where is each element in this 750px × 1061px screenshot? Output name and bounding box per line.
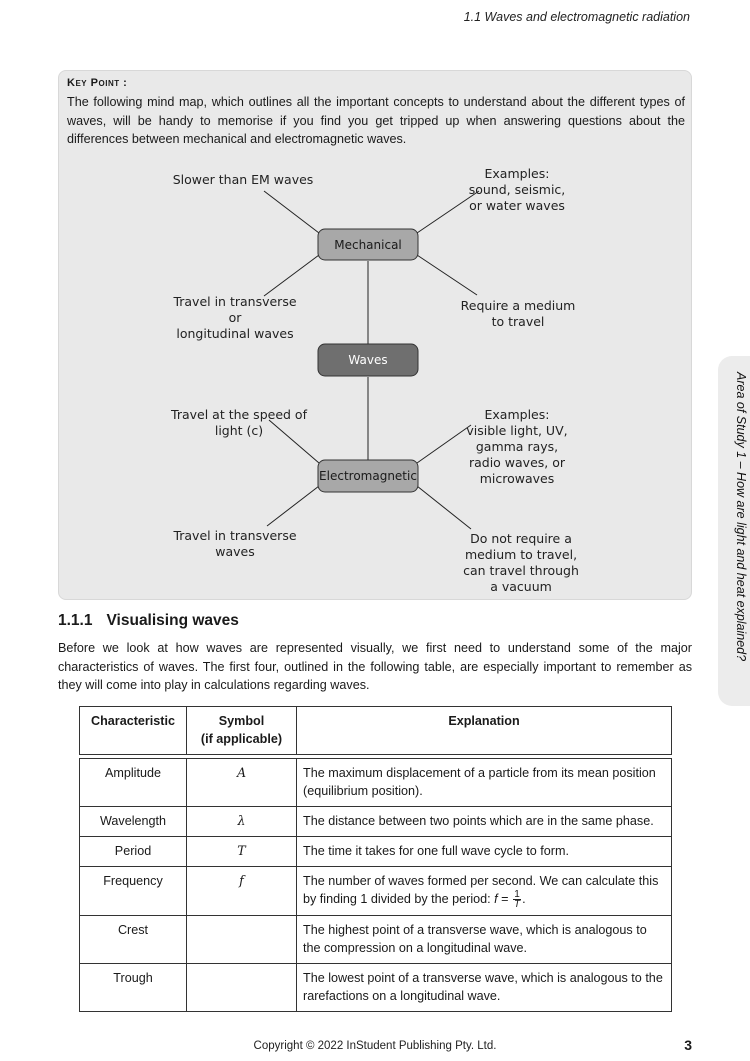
cell-symbol: A <box>186 758 297 807</box>
svg-text:medium to travel,: medium to travel, <box>465 547 577 562</box>
svg-text:light (c): light (c) <box>215 423 263 438</box>
svg-text:or water waves: or water waves <box>469 198 565 213</box>
cell-symbol <box>186 963 297 1013</box>
key-point-text: The following mind map, which outlines a… <box>67 95 685 146</box>
leaf-mech-examples: Examples: sound, seismic, or water waves <box>469 166 566 213</box>
cell-explanation: The distance between two points which ar… <box>296 806 672 837</box>
svg-text:Travel in transverse: Travel in transverse <box>172 294 296 309</box>
cell-characteristic: Frequency <box>79 865 187 917</box>
table-row: Frequency f The number of waves formed p… <box>79 865 672 917</box>
node-waves: Waves <box>317 343 419 377</box>
cell-characteristic: Wavelength <box>79 806 187 837</box>
node-waves-label: Waves <box>348 353 387 367</box>
svg-text:or: or <box>229 310 243 325</box>
cell-symbol: λ <box>186 806 297 837</box>
cell-explanation: The lowest point of a transverse wave, w… <box>296 963 672 1013</box>
key-point-title: Key Point : <box>67 77 128 89</box>
table-row: Wavelength λ The distance between two po… <box>79 806 672 837</box>
characteristics-table-wrap: Characteristic Symbol (if applicable) Ex… <box>79 706 672 1013</box>
formula-variable: f <box>494 892 498 906</box>
connector-mech-slower <box>263 190 320 234</box>
svg-text:Travel in transverse: Travel in transverse <box>172 528 296 543</box>
svg-text:to travel: to travel <box>492 314 545 329</box>
leaf-em-speed: Travel at the speed of light (c) <box>170 407 308 438</box>
svg-text:microwaves: microwaves <box>480 471 555 486</box>
svg-text:Examples:: Examples: <box>485 166 550 181</box>
node-mechanical: Mechanical <box>317 228 419 261</box>
section-title: Visualising waves <box>106 612 239 629</box>
table-row: Crest The highest point of a transverse … <box>79 915 672 965</box>
header-characteristic: Characteristic <box>79 706 187 755</box>
cell-symbol: f <box>186 865 297 917</box>
table-header-row: Characteristic Symbol (if applicable) Ex… <box>79 706 672 755</box>
node-electromagnetic-label: Electromagnetic <box>319 469 417 483</box>
connector-em-speed <box>268 419 320 464</box>
fraction-numerator: 1 <box>513 889 522 901</box>
node-electromagnetic: Electromagnetic <box>317 459 419 493</box>
header-symbol: Symbol (if applicable) <box>186 706 297 755</box>
section-number: 1.1.1 <box>58 612 93 629</box>
key-point-box: Key Point : The following mind map, whic… <box>58 70 692 600</box>
side-tab-label: Area of Study 1 – How are light and heat… <box>734 372 748 662</box>
leaf-em-examples: Examples: visible light, UV, gamma rays,… <box>466 407 567 486</box>
svg-text:Do not require a: Do not require a <box>470 531 572 546</box>
table-row: Trough The lowest point of a transverse … <box>79 963 672 1013</box>
formula-end: . <box>522 892 526 906</box>
svg-text:a vacuum: a vacuum <box>490 579 552 594</box>
svg-text:Require a medium: Require a medium <box>461 298 576 313</box>
characteristics-table: Characteristic Symbol (if applicable) Ex… <box>79 706 672 1013</box>
leaf-mech-slower: Slower than EM waves <box>173 172 314 187</box>
svg-text:can travel through: can travel through <box>463 563 579 578</box>
cell-explanation-text: The number of waves formed per second. W… <box>303 874 659 906</box>
connector-mech-medium <box>416 254 478 296</box>
header-symbol-line1: Symbol <box>218 714 265 728</box>
cell-explanation: The time it takes for one full wave cycl… <box>296 836 672 867</box>
mind-map-connectors <box>263 190 480 530</box>
svg-text:radio waves, or: radio waves, or <box>469 455 566 470</box>
cell-characteristic: Crest <box>79 915 187 965</box>
connector-mech-travel <box>263 254 320 297</box>
header-explanation: Explanation <box>296 706 672 755</box>
connector-em-examples <box>416 424 472 464</box>
section-heading: 1.1.1 Visualising waves <box>58 612 239 630</box>
table-row: Period T The time it takes for one full … <box>79 836 672 867</box>
cell-characteristic: Trough <box>79 963 187 1013</box>
svg-text:Examples:: Examples: <box>485 407 550 422</box>
cell-symbol <box>186 915 297 965</box>
connector-mech-examples <box>416 190 480 234</box>
svg-text:waves: waves <box>215 544 254 559</box>
formula-equals: = <box>501 892 509 906</box>
leaf-mech-travel: Travel in transverse or longitudinal wav… <box>172 294 296 341</box>
svg-text:longitudinal waves: longitudinal waves <box>176 326 293 341</box>
section-intro: Before we look at how waves are represen… <box>58 641 692 692</box>
connector-em-travel <box>266 485 320 527</box>
fraction-denominator: T <box>514 899 521 911</box>
leaf-em-travel: Travel in transverse waves <box>172 528 296 559</box>
cell-characteristic: Period <box>79 836 187 867</box>
cell-explanation: The maximum displacement of a particle f… <box>296 758 672 807</box>
cell-symbol: T <box>186 836 297 867</box>
table-row: Amplitude A The maximum displacement of … <box>79 758 672 807</box>
side-tab <box>718 356 750 706</box>
node-mechanical-label: Mechanical <box>334 238 402 252</box>
cell-explanation: The number of waves formed per second. W… <box>296 865 672 917</box>
cell-characteristic: Amplitude <box>79 758 187 807</box>
running-header: 1.1 Waves and electromagnetic radiation <box>463 10 690 24</box>
cell-explanation: The highest point of a transverse wave, … <box>296 915 672 965</box>
svg-text:sound, seismic,: sound, seismic, <box>469 182 566 197</box>
connector-em-medium <box>416 485 472 530</box>
header-symbol-line2: (if applicable) <box>200 732 283 746</box>
svg-text:visible light, UV,: visible light, UV, <box>466 423 567 438</box>
page-number: 3 <box>684 1037 692 1053</box>
leaf-em-medium: Do not require a medium to travel, can t… <box>463 531 579 594</box>
footer-copyright: Copyright © 2022 InStudent Publishing Pt… <box>253 1040 497 1052</box>
svg-text:Travel at the speed of: Travel at the speed of <box>170 407 308 422</box>
mind-map: Mechanical Waves Electromagnetic Slower … <box>170 166 579 594</box>
svg-text:gamma rays,: gamma rays, <box>476 439 558 454</box>
leaf-mech-medium: Require a medium to travel <box>461 298 576 329</box>
